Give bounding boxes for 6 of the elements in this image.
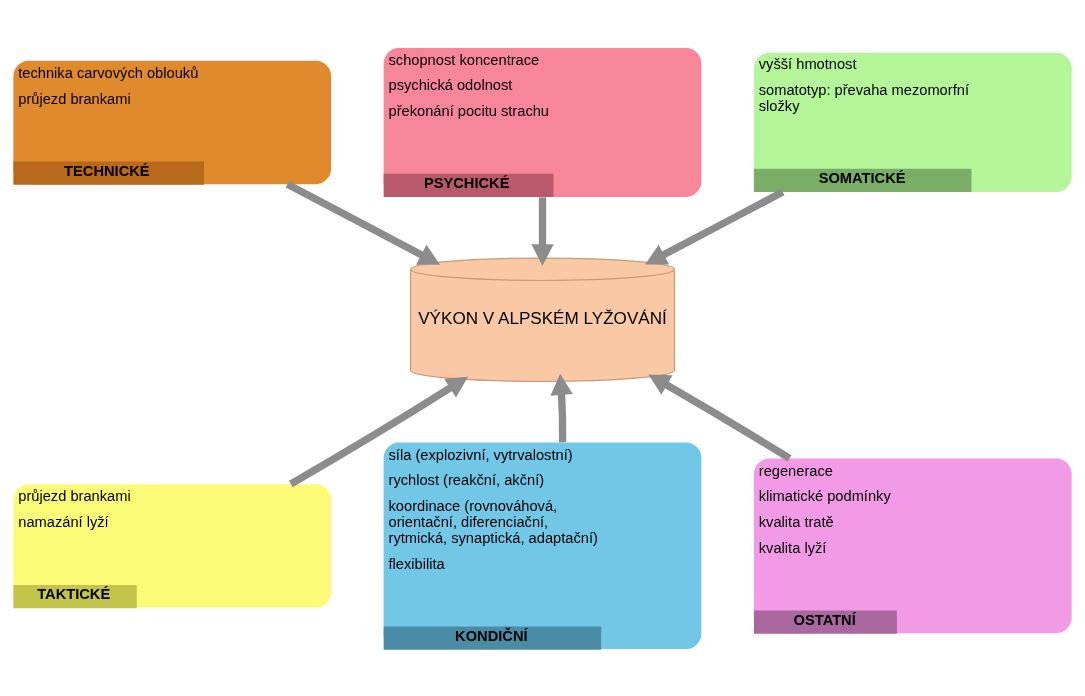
arrow <box>285 180 441 265</box>
arrow <box>289 376 469 487</box>
arrow <box>550 373 573 442</box>
arrow <box>648 373 792 461</box>
arrow <box>531 196 554 266</box>
arrow <box>645 188 785 265</box>
